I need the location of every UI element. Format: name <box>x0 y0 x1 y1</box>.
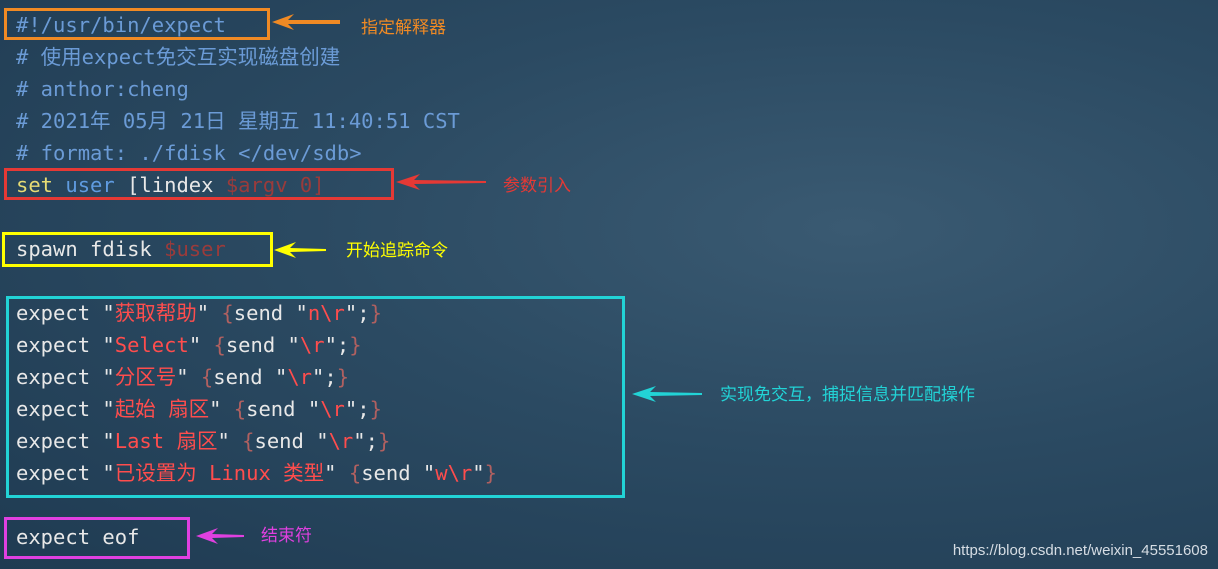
expect-keyword: expect <box>16 429 103 453</box>
expect-line: expect "分区号" {send "\r";} <box>16 365 349 389</box>
comment-line-1: # 使用expect免交互实现磁盘创建 <box>16 45 341 69</box>
comment-line-2: # anthor:cheng <box>16 77 189 101</box>
expect-keyword: expect <box>16 365 103 389</box>
params-arrow-icon <box>396 174 486 190</box>
comment-line-4: # format: ./fdisk </dev/sdb> <box>16 141 362 165</box>
open-brace: { <box>201 333 226 357</box>
send-end: "; <box>312 365 337 389</box>
close-quote: " <box>209 397 222 421</box>
expect-keyword: expect <box>16 333 103 357</box>
close-brace: } <box>369 397 382 421</box>
open-brace: { <box>221 397 247 421</box>
eof-box <box>4 517 190 559</box>
spawn-command: spawn fdisk <box>16 237 165 261</box>
spawn-note: 开始追踪命令 <box>346 241 448 261</box>
expect-line: expect "Last 扇区" {send "\r";} <box>16 429 390 453</box>
match-string: Last 扇区 <box>114 429 218 453</box>
expect-line: expect "已设置为 Linux 类型" {send "w\r"} <box>16 461 497 485</box>
close-quote: " <box>176 365 189 389</box>
send-end: "; <box>344 301 370 325</box>
send-end: "; <box>324 333 350 357</box>
send-end: " <box>472 461 485 485</box>
send-command: send " <box>225 333 300 357</box>
close-brace: } <box>369 301 382 325</box>
send-command: send " <box>233 301 308 325</box>
send-command: send " <box>246 397 321 421</box>
close-brace: } <box>377 429 391 453</box>
match-string: 起始 扇区 <box>114 397 210 421</box>
eof-arrow-icon <box>196 528 244 544</box>
close-quote: " <box>188 333 202 357</box>
spawn-box <box>2 232 273 267</box>
open-quote: " <box>102 429 115 453</box>
spawn-arg: $user <box>164 237 226 261</box>
set-user-line: set user [lindex $argv 0] <box>16 173 325 197</box>
open-brace: { <box>188 365 214 389</box>
interact-arrow-icon <box>632 386 702 402</box>
expect-line: expect "起始 扇区" {send "\r";} <box>16 397 382 421</box>
send-value: \r <box>328 429 354 453</box>
expect-line: expect "Select" {send "\r";} <box>16 333 362 357</box>
eof-note: 结束符 <box>261 526 312 546</box>
open-quote: " <box>102 365 115 389</box>
interpreter-note: 指定解释器 <box>361 18 446 38</box>
send-value: w\r <box>435 461 473 485</box>
interact-note: 实现免交互，捕捉信息并匹配操作 <box>720 385 975 405</box>
open-quote: " <box>102 397 115 421</box>
close-brace: } <box>349 333 362 357</box>
interact-box <box>6 296 625 498</box>
send-end: "; <box>344 397 370 421</box>
expect-line: expect "获取帮助" {send "n\r";} <box>16 301 382 325</box>
set-keyword: set <box>16 173 54 197</box>
send-end: "; <box>353 429 378 453</box>
send-command: send " <box>254 429 329 453</box>
close-quote: " <box>217 429 230 453</box>
spawn-line: spawn fdisk $user <box>16 237 226 261</box>
send-command: send " <box>361 461 436 485</box>
send-value: \r <box>299 333 325 357</box>
interpreter-arrow-icon <box>272 14 340 30</box>
send-value: n\r <box>307 301 345 325</box>
shebang-line: #!/usr/bin/expect <box>16 13 226 37</box>
match-string: Select <box>114 333 189 357</box>
comment-line-3: # 2021年 05月 21日 星期五 11:40:51 CST <box>16 109 460 133</box>
open-quote: " <box>102 333 115 357</box>
open-quote: " <box>102 461 115 485</box>
close-quote: " <box>196 301 210 325</box>
open-brace: { <box>229 429 255 453</box>
open-brace: { <box>336 461 362 485</box>
send-value: \r <box>320 397 345 421</box>
watermark: https://blog.csdn.net/weixin_45551608 <box>952 542 1208 559</box>
close-brace: } <box>484 461 497 485</box>
match-string: 获取帮助 <box>114 301 197 325</box>
open-quote: " <box>102 301 115 325</box>
send-value: \r <box>287 365 313 389</box>
user-variable: user <box>65 173 115 197</box>
open-brace: { <box>209 301 234 325</box>
interpreter-box <box>4 8 270 40</box>
send-command: send " <box>213 365 288 389</box>
expect-keyword: expect <box>16 301 103 325</box>
close-brace: } <box>336 365 350 389</box>
close-quote: " <box>324 461 337 485</box>
expect-eof-line: expect eof <box>16 525 140 549</box>
lindex-call: [lindex <box>127 173 226 197</box>
params-box <box>4 168 394 200</box>
match-string: 已设置为 Linux 类型 <box>114 461 325 485</box>
params-note: 参数引入 <box>503 176 571 196</box>
expect-keyword: expect <box>16 461 103 485</box>
argv-arg: $argv 0] <box>225 173 325 197</box>
match-string: 分区号 <box>114 365 177 389</box>
expect-keyword: expect <box>16 397 103 421</box>
spawn-arrow-icon <box>274 242 326 258</box>
